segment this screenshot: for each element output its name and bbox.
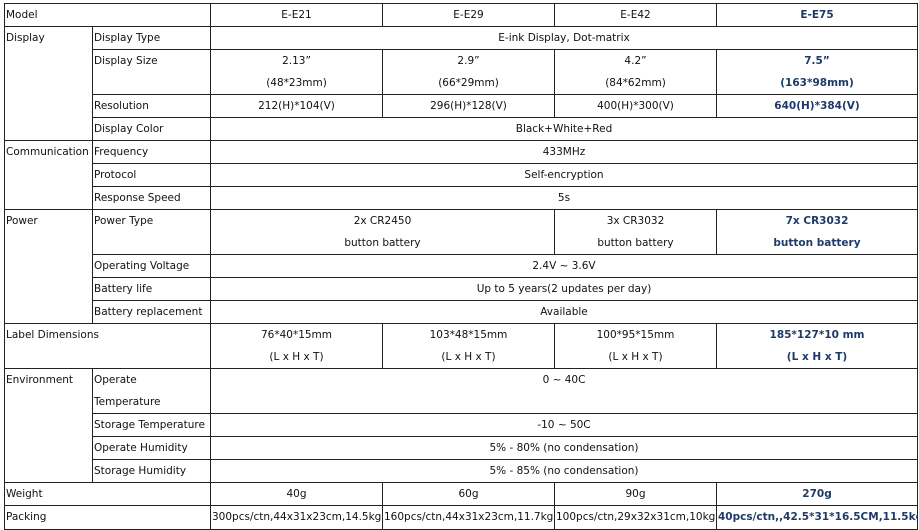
value: 2.13”(48*23mm) (210, 49, 383, 95)
value: Available (210, 300, 918, 324)
value: 400(H)*300(V) (554, 94, 717, 118)
label: Power Type (92, 209, 211, 255)
value: 185*127*10 mm(L x H x T) (716, 323, 918, 369)
group-environment: Environment (4, 368, 93, 483)
value: 0 ~ 40C (210, 368, 918, 414)
model-name: E-E42 (554, 3, 717, 27)
value: 4.2”(84*62mm) (554, 49, 717, 95)
label: Display Color (92, 117, 211, 141)
value: 7.5”(163*98mm) (716, 49, 918, 95)
value: 40g (210, 482, 383, 506)
value: Self-encryption (210, 163, 918, 187)
value: Up to 5 years(2 updates per day) (210, 277, 918, 301)
label: Weight (4, 482, 211, 506)
label: Battery life (92, 277, 211, 301)
value: 296(H)*128(V) (382, 94, 555, 118)
label: Operating Voltage (92, 254, 211, 278)
value: -10 ~ 50C (210, 413, 918, 437)
value: 5% - 80% (no condensation) (210, 436, 918, 460)
value: 640(H)*384(V) (716, 94, 918, 118)
model-name: E-E29 (382, 3, 555, 27)
model-name: E-E21 (210, 3, 383, 27)
label: Battery replacement (92, 300, 211, 324)
header-model: Model (4, 3, 211, 27)
group-display: Display (4, 26, 93, 141)
value: E-ink Display, Dot-matrix (210, 26, 918, 50)
group-communication: Communication (4, 140, 93, 210)
value: 2.9”(66*29mm) (382, 49, 555, 95)
label: Response Speed (92, 186, 211, 210)
label: Frequency (92, 140, 211, 164)
value: 5% - 85% (no condensation) (210, 459, 918, 483)
label: Storage Temperature (92, 413, 211, 437)
value: 270g (716, 482, 918, 506)
value: 60g (382, 482, 555, 506)
value: Black+White+Red (210, 117, 918, 141)
value: 5s (210, 186, 918, 210)
value: 90g (554, 482, 717, 506)
value: 2.4V ~ 3.6V (210, 254, 918, 278)
group-power: Power (4, 209, 93, 324)
value: 100*95*15mm(L x H x T) (554, 323, 717, 369)
label: Storage Humidity (92, 459, 211, 483)
value: 76*40*15mm(L x H x T) (210, 323, 383, 369)
label: Display Type (92, 26, 211, 50)
label: Label Dimensions (4, 323, 211, 369)
model-name: E-E75 (716, 3, 918, 27)
value: 212(H)*104(V) (210, 94, 383, 118)
label: Protocol (92, 163, 211, 187)
value: 433MHz (210, 140, 918, 164)
label: Operate Humidity (92, 436, 211, 460)
label: Display Size (92, 49, 211, 95)
label: Resolution (92, 94, 211, 118)
value: 103*48*15mm(L x H x T) (382, 323, 555, 369)
